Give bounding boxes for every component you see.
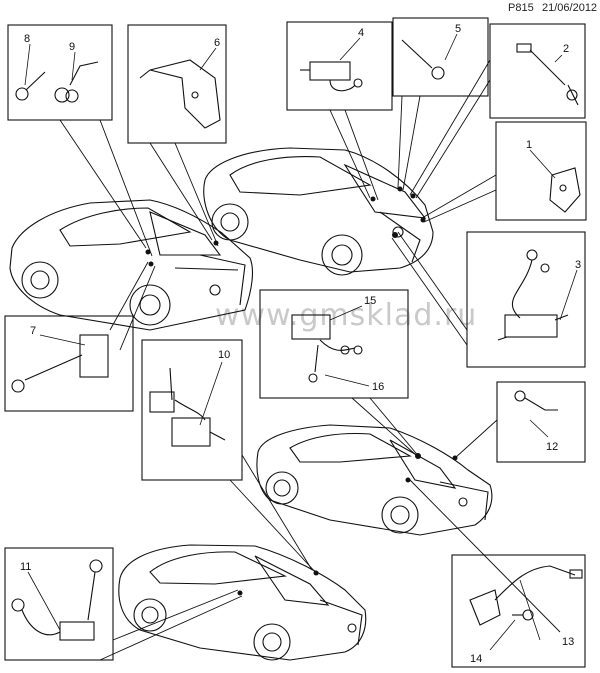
box-item-4: [286, 21, 393, 111]
part-3-sketch: [497, 249, 569, 341]
callout-7: 7: [30, 325, 36, 337]
callout-14: 14: [470, 653, 482, 665]
box-item-11: [4, 547, 114, 661]
part-13-14-sketch: [469, 565, 583, 626]
box-item-7: [4, 315, 134, 412]
box-item-12: [496, 381, 586, 463]
box-items-15-16: [259, 289, 409, 399]
part-15-16-sketch: [291, 314, 363, 383]
callout-4: 4: [358, 27, 364, 39]
part-10-sketch: [149, 367, 226, 447]
callout-12: 12: [546, 441, 558, 453]
callout-9: 9: [69, 41, 75, 53]
part-6-sketch: [139, 59, 221, 129]
part-11-sketch: [11, 559, 103, 641]
part-4-sketch: [300, 61, 363, 92]
part-5-sketch: [401, 39, 445, 80]
box-item-5: [392, 17, 489, 97]
callout-11: 11: [20, 561, 31, 573]
car-coupe: [118, 544, 367, 661]
box-item-3: [466, 231, 586, 368]
car-hatchback-right: [203, 147, 434, 276]
callout-16: 16: [372, 381, 384, 393]
callout-15: 15: [364, 295, 376, 307]
callout-6: 6: [214, 37, 220, 49]
callout-13: 13: [562, 636, 574, 648]
callout-1: 1: [526, 139, 532, 151]
box-item-6: [127, 24, 227, 144]
part-8-9-sketch: [15, 61, 99, 103]
callout-3: 3: [575, 259, 581, 271]
callout-8: 8: [24, 33, 30, 45]
part-7-sketch: [11, 334, 109, 393]
watermark: www.gmsklad.ru: [215, 298, 477, 333]
part-12-sketch: [514, 390, 558, 411]
car-sedan: [256, 424, 493, 536]
callout-labels: 8 9 6 4 5 2 1 3 7 10 15 16 12 13 14 11: [20, 23, 581, 665]
callout-10: 10: [218, 349, 230, 361]
box-item-2: [489, 23, 586, 119]
callout-5: 5: [455, 23, 461, 35]
diagram-date: 21/06/2012: [542, 2, 598, 14]
box-item-10: [141, 339, 243, 481]
box-items-13-14: [451, 554, 586, 668]
box-item-1: [495, 121, 587, 221]
part-2-sketch: [516, 43, 579, 106]
car-hatchback-left: [9, 199, 254, 331]
part-1-sketch: [549, 167, 581, 213]
diagram-code: P815: [508, 2, 534, 14]
callout-2: 2: [563, 43, 569, 55]
